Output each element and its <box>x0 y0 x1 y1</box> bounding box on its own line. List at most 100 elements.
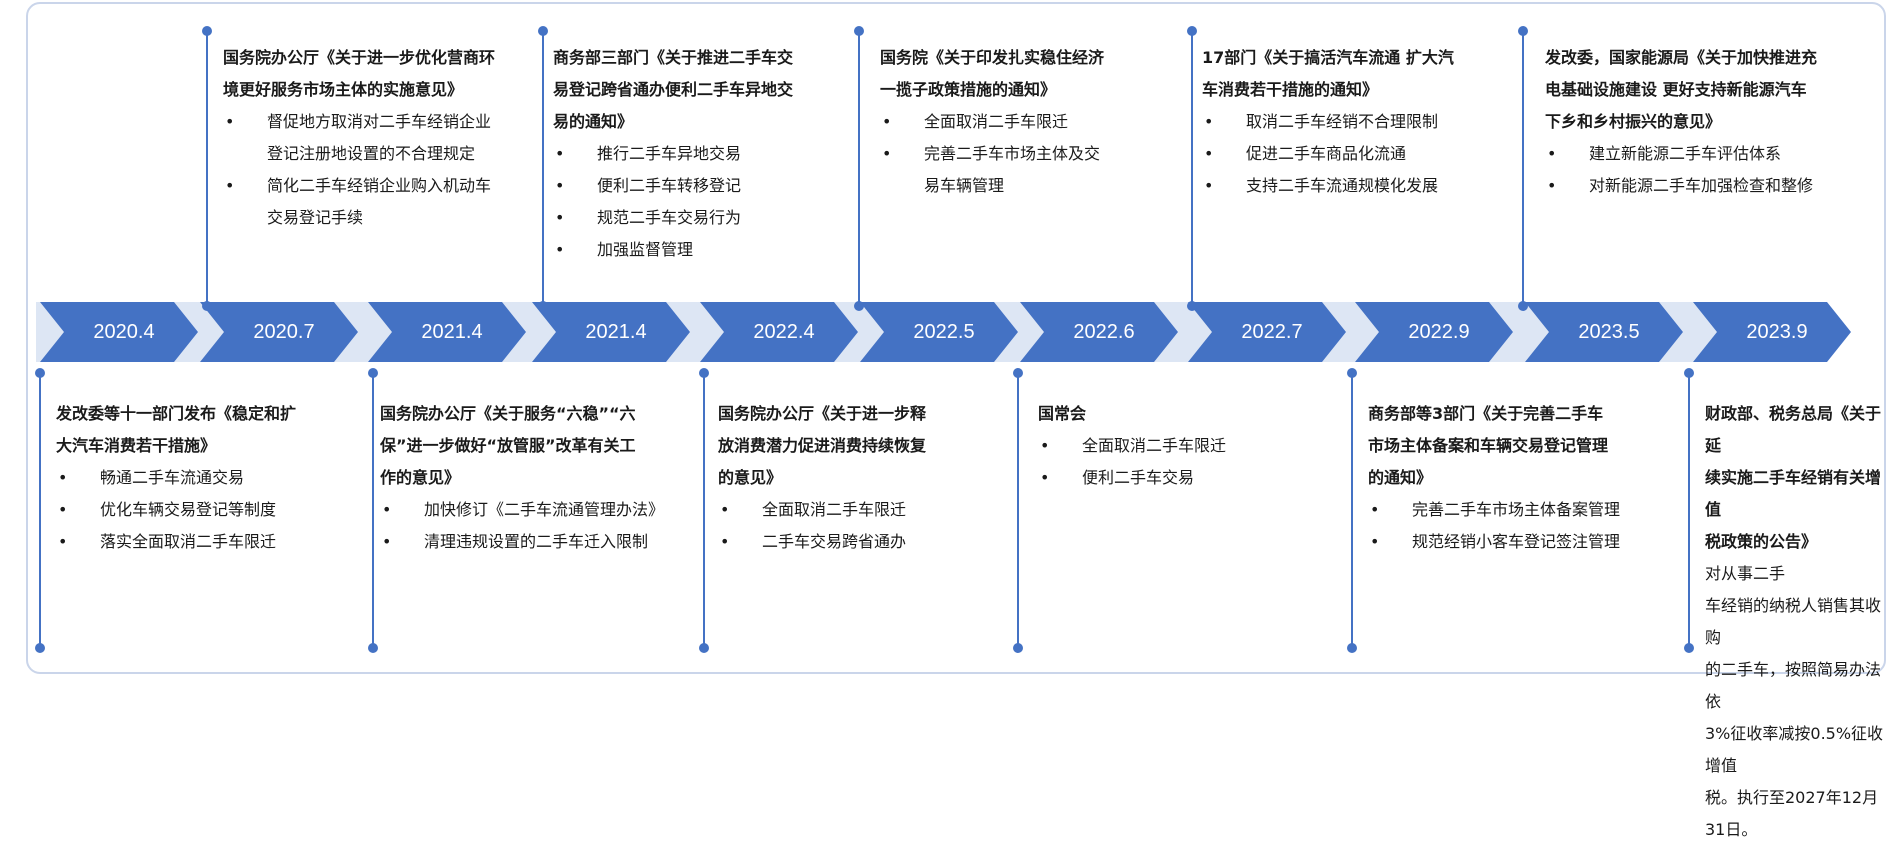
policy-measure-text: 加强监督管理 <box>597 240 694 259</box>
bullet-icon: • <box>1370 532 1380 551</box>
date-label: 2022.5 <box>913 320 975 343</box>
policy-measure: •促进二手车商品化流通 <box>1202 138 1522 170</box>
policy-measure: •支持二手车流通规模化发展 <box>1202 170 1522 202</box>
connector-dot <box>35 368 45 378</box>
connector-line <box>1522 32 1524 306</box>
date-arrow: 2022.5 <box>860 302 1018 362</box>
policy-measure: •完善二手车市场主体备案管理 <box>1368 494 1698 526</box>
policy-measure: • 二手车交易跨省通办 <box>718 526 1018 558</box>
policy-measure: • 全面取消二手车限迁 <box>1038 430 1288 462</box>
policy-measure-list: • 建立新能源二手车评估体系 •对新能源二手车加强检查和整修 <box>1545 138 1885 202</box>
connector-dot <box>1187 301 1197 311</box>
policy-measure: • 清理违规设置的二手车迁入限制 <box>380 526 720 558</box>
connector-dot <box>854 26 864 36</box>
policy-measure: • 规范经销小客车登记签注管理 <box>1368 526 1698 558</box>
policy-measure-text: 全面取消二手车限迁 <box>924 112 1069 131</box>
connector-dot <box>538 26 548 36</box>
date-arrow: 2022.6 <box>1020 302 1178 362</box>
policy-body: 对从事二手 车经销的纳税人销售其收购 的二手车，按照简易办法依 3%征收率减按0… <box>1705 564 1884 839</box>
bullet-icon: • <box>1547 144 1557 163</box>
bullet-icon: • <box>882 144 892 163</box>
policy-measure-text: 建立新能源二手车评估体系 <box>1589 144 1782 163</box>
policy-measure-text: 便利二手车交易 <box>1082 468 1195 487</box>
connector-dot <box>699 368 709 378</box>
date-arrow: 2021.4 <box>532 302 690 362</box>
connector-dot <box>35 643 45 653</box>
date-label: 2020.4 <box>93 320 155 343</box>
policy-measure-list: •推行二手车异地交易•便利二手车转移登记•规范二手车交易行为•加强监督管理 <box>553 138 843 266</box>
policy-measure: •取消二手车经销不合理限制 <box>1202 106 1522 138</box>
policy-title: 商务部等3部门《关于完善二手车 市场主体备案和车辆交易登记管理 的通知》 <box>1368 404 1609 487</box>
policy-measure: •对新能源二手车加强检查和整修 <box>1545 170 1885 202</box>
connector-dot <box>1684 368 1694 378</box>
policy-measure: • 优化车辆交易登记等制度 <box>56 494 356 526</box>
bullet-icon: • <box>1040 436 1050 455</box>
policy-card: 国常会•全面取消二手车限迁•便利二手车交易 <box>1038 398 1288 494</box>
diagram-frame <box>26 2 1886 674</box>
policy-measure-list: • 加快修订《二手车流通管理办法》 • 清理违规设置的二手车迁入限制 <box>380 494 720 558</box>
bullet-icon: • <box>720 500 730 519</box>
policy-measure-text: 二手车交易跨省通办 <box>762 532 907 551</box>
policy-title: 商务部三部门《关于推进二手车交 易登记跨省通办便利二手车异地交 易的通知》 <box>553 48 794 131</box>
policy-card: 财政部、税务总局《关于延 续实施二手车经销有关增值 税政策的公告》对从事二手 车… <box>1705 398 1893 846</box>
policy-measure-text: 加快修订《二手车流通管理办法》 <box>424 500 665 519</box>
policy-measure-text: 促进二手车商品化流通 <box>1246 144 1407 163</box>
policy-measure-text: 完善二手车市场主体备案管理 <box>1412 500 1621 519</box>
policy-measure: • 加强监督管理 <box>553 234 843 266</box>
bullet-icon: • <box>720 532 730 551</box>
policy-measure-list: •完善二手车市场主体备案管理 • 规范经销小客车登记签注管理 <box>1368 494 1698 558</box>
date-arrow: 2023.5 <box>1525 302 1683 362</box>
connector-dot <box>1347 643 1357 653</box>
connector-line <box>1191 32 1193 306</box>
policy-measure-text: 完善二手车市场主体及交 易车辆管理 <box>924 144 1101 195</box>
policy-measure-text: 清理违规设置的二手车迁入限制 <box>424 532 649 551</box>
bullet-icon: • <box>555 240 565 259</box>
bullet-icon: • <box>555 176 565 195</box>
date-arrow: 2022.9 <box>1355 302 1513 362</box>
connector-dot <box>368 643 378 653</box>
date-arrow: 2020.4 <box>40 302 198 362</box>
policy-title: 发改委，国家能源局《关于加快推进充 电基础设施建设 更好支持新能源汽车 下乡和乡… <box>1545 48 1818 131</box>
policy-title: 17部门《关于搞活汽车流通 扩大汽 车消费若干措施的通知》 <box>1202 48 1454 99</box>
connector-line <box>703 372 705 650</box>
policy-measure-text: 优化车辆交易登记等制度 <box>100 500 277 519</box>
connector-dot <box>368 368 378 378</box>
bullet-icon: • <box>382 500 392 519</box>
policy-measure: • 便利二手车转移登记 <box>553 170 843 202</box>
connector-dot <box>854 301 864 311</box>
connector-line <box>1017 372 1019 650</box>
connector-line <box>1351 372 1353 650</box>
policy-measure-list: •取消二手车经销不合理限制•促进二手车商品化流通•支持二手车流通规模化发展 <box>1202 106 1522 202</box>
bullet-icon: • <box>225 112 235 131</box>
bullet-icon: • <box>1547 176 1557 195</box>
connector-dot <box>1518 301 1528 311</box>
bullet-icon: • <box>58 500 68 519</box>
policy-measure: •督促地方取消对二手车经销企业 登记注册地设置的不合理规定 <box>223 106 563 170</box>
policy-measure-text: 规范经销小客车登记签注管理 <box>1412 532 1621 551</box>
bullet-icon: • <box>555 144 565 163</box>
policy-card: 国务院《关于印发扎实稳住经济 一揽子政策措施的通知》•全面取消二手车限迁•完善二… <box>880 42 1200 202</box>
connector-line <box>206 32 208 306</box>
connector-dot <box>1013 643 1023 653</box>
date-label: 2022.9 <box>1408 320 1470 343</box>
date-label: 2022.4 <box>753 320 815 343</box>
connector-line <box>858 32 860 306</box>
connector-dot <box>699 643 709 653</box>
bullet-icon: • <box>1204 176 1214 195</box>
bullet-icon: • <box>58 468 68 487</box>
policy-measure-text: 全面取消二手车限迁 <box>1082 436 1227 455</box>
policy-measure: • 简化二手车经销企业购入机动车 交易登记手续 <box>223 170 563 234</box>
connector-dot <box>202 301 212 311</box>
policy-measure: • 加快修订《二手车流通管理办法》 <box>380 494 720 526</box>
date-arrow: 2020.7 <box>200 302 358 362</box>
connector-dot <box>202 26 212 36</box>
policy-measure-text: 便利二手车转移登记 <box>597 176 742 195</box>
date-label: 2022.6 <box>1073 320 1135 343</box>
policy-card: 国务院办公厅《关于进一步释 放消费潜力促进消费持续恢复 的意见》•全面取消二手车… <box>718 398 1018 558</box>
date-arrow: 2022.4 <box>700 302 858 362</box>
policy-title: 国务院《关于印发扎实稳住经济 一揽子政策措施的通知》 <box>880 48 1105 99</box>
bullet-icon: • <box>225 176 235 195</box>
bullet-icon: • <box>382 532 392 551</box>
policy-measure-text: 简化二手车经销企业购入机动车 交易登记手续 <box>267 176 492 227</box>
policy-card: 商务部三部门《关于推进二手车交 易登记跨省通办便利二手车异地交 易的通知》•推行… <box>553 42 843 266</box>
